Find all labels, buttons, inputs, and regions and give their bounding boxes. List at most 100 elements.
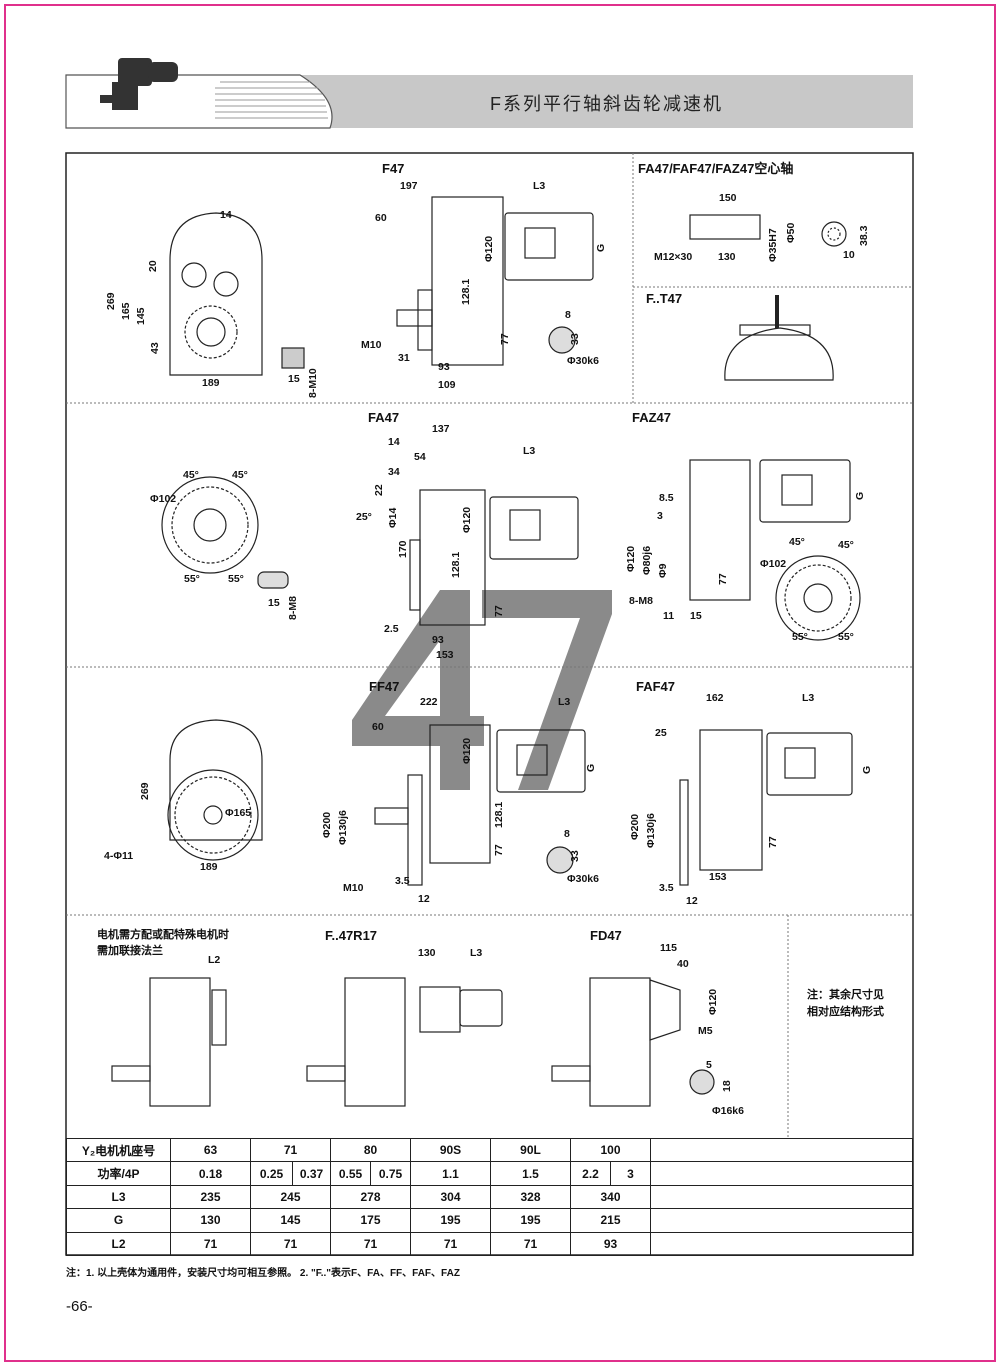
dim: 165 [120, 302, 132, 320]
dim: Φ200 [321, 811, 333, 838]
dim: Φ165 [225, 807, 252, 819]
empty-cell [650, 1208, 913, 1233]
dim: G [585, 763, 597, 772]
cell: 195 [490, 1208, 571, 1233]
dim: 8 [565, 309, 571, 321]
dim: 15 [268, 597, 280, 609]
adapter-view [111, 977, 227, 1107]
dim: 3 [657, 510, 663, 522]
front-view-low [167, 719, 263, 861]
size-watermark [352, 590, 612, 790]
cell: 0.55 [330, 1161, 371, 1186]
dim: Φ120 [461, 506, 473, 533]
dim: 33 [569, 333, 581, 345]
dim: G [854, 491, 866, 500]
cell: 0.25 [250, 1161, 293, 1186]
empty-cell [650, 1231, 913, 1256]
adapter-note-line2: 需加联接法兰 [97, 945, 163, 957]
dim: 15 [288, 373, 300, 385]
dim: 128.1 [460, 278, 472, 305]
table-row: L3 235 245 278 304 328 340 [66, 1184, 913, 1210]
table-row: L2 71 71 71 71 71 93 [66, 1231, 913, 1256]
dim: 77 [493, 844, 505, 856]
dim: 8-M8 [287, 596, 299, 620]
row-label: G [66, 1208, 171, 1233]
dim: 93 [438, 361, 450, 373]
table-row: G 130 145 175 195 195 215 [66, 1208, 913, 1233]
dim: 93 [432, 634, 444, 646]
dim: 8 [564, 828, 570, 840]
dim: 222 [420, 696, 438, 708]
view-title-r17: F..47R17 [325, 928, 378, 943]
dim: Φ9 [657, 563, 669, 578]
dim: 189 [200, 861, 218, 873]
dim: 8-M10 [307, 368, 319, 398]
dim: 14 [388, 436, 400, 448]
cell: 1.1 [410, 1161, 491, 1186]
dim: 34 [388, 466, 400, 478]
view-title-faf47: FAF47 [636, 679, 676, 694]
dim: 77 [499, 333, 511, 345]
dim: 15 [690, 610, 702, 622]
dim: L3 [470, 947, 483, 959]
dim: M10 [343, 882, 364, 894]
row-label: L3 [66, 1184, 171, 1210]
dim: Φ120 [461, 737, 473, 764]
cell: 100 [570, 1137, 651, 1163]
side-note-line2: 相对应结构形式 [807, 1006, 884, 1018]
gearbox-photo-icon [100, 58, 178, 110]
cell: 304 [410, 1184, 491, 1210]
dim: 109 [438, 379, 456, 391]
cell: 0.75 [370, 1161, 411, 1186]
banner-stripes [215, 81, 328, 119]
cell: 1.5 [490, 1161, 571, 1186]
dim: Φ102 [760, 558, 787, 570]
dim: Φ120 [625, 545, 637, 572]
dim: 25 [655, 727, 667, 739]
dim: 130 [418, 947, 436, 959]
page-number: -66- [66, 1298, 93, 1315]
dim: 22 [373, 484, 385, 496]
dim: 55° [228, 573, 244, 585]
motor-spec-table: Y₂电机机座号 63 71 80 90S 90L 100 功率/4P 0.18 … [66, 1137, 913, 1256]
dim: 3.5 [395, 875, 410, 887]
cell: 215 [570, 1208, 651, 1233]
dim: Φ200 [629, 813, 641, 840]
dim: 162 [706, 692, 724, 704]
dim: L3 [533, 180, 546, 192]
dim: 197 [400, 180, 418, 192]
r17-view [306, 977, 503, 1107]
dim: 45° [232, 469, 248, 481]
cell: 278 [330, 1184, 411, 1210]
dim: Φ120 [483, 235, 495, 262]
dim: 45° [183, 469, 199, 481]
dim: 5 [706, 1059, 712, 1071]
dim: Φ102 [150, 493, 177, 505]
dim: 153 [709, 871, 727, 883]
dim: 31 [398, 352, 410, 364]
dim: 55° [184, 573, 200, 585]
dim: G [861, 765, 873, 774]
cell: 90L [490, 1137, 571, 1163]
dim: 145 [135, 307, 147, 325]
dim: 153 [436, 649, 454, 661]
dim: 137 [432, 423, 450, 435]
page-border [4, 4, 996, 1362]
footer-note: 注：1. 以上壳体为通用件，安装尺寸均可相互参照。 2. "F.."表示F、FA… [66, 1268, 460, 1279]
adapter-note-line1: 电机需方配或配特殊电机时 [97, 929, 229, 941]
dim: 12 [418, 893, 430, 905]
table-row: 功率/4P 0.18 0.25 0.37 0.55 0.75 1.1 1.5 2… [66, 1161, 913, 1186]
cell: 71 [250, 1137, 331, 1163]
dim: 25° [356, 511, 372, 523]
dim: L3 [523, 445, 536, 457]
header-banner [65, 58, 913, 129]
cell: 340 [570, 1184, 651, 1210]
cell: 3 [610, 1161, 651, 1186]
empty-cell [650, 1137, 913, 1163]
view-title-fa47: FA47 [368, 410, 400, 425]
dim: 20 [147, 260, 159, 272]
view-title-faz47: FAZ47 [632, 410, 672, 425]
dim: 10 [843, 249, 855, 261]
dim: 43 [149, 342, 161, 354]
empty-cell [650, 1184, 913, 1210]
